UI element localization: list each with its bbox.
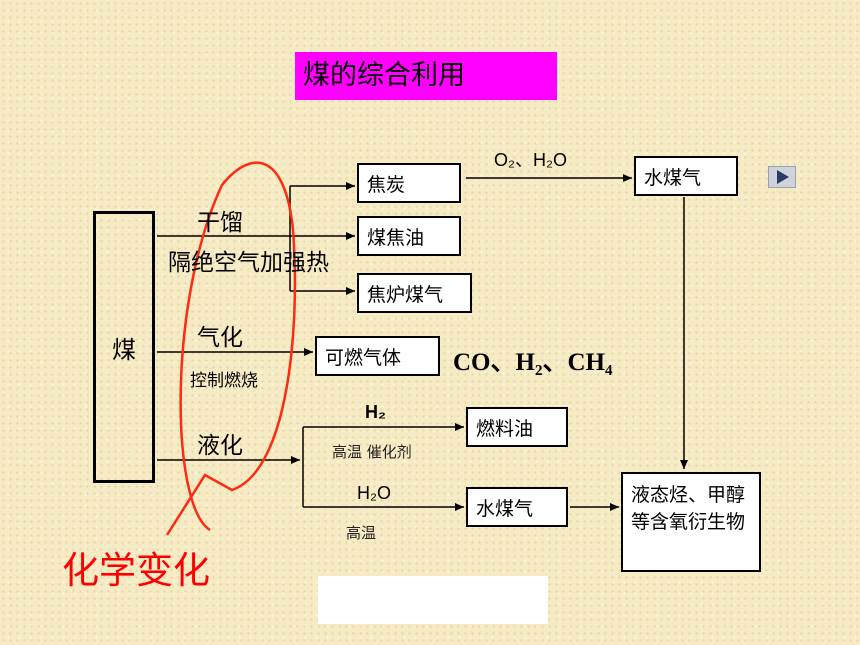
- chemical-change-label: 化学变化: [62, 549, 210, 592]
- box-coke-oven-gas: 焦炉煤气: [357, 273, 472, 313]
- box-final-products: 液态烃、甲醇等含氧衍生物: [621, 472, 761, 572]
- combustible-gas-formula: CO、H₂、CH₄: [453, 349, 613, 376]
- blank-answer-box: [318, 576, 548, 624]
- label-dry-distillation: 干馏: [197, 210, 243, 236]
- label-gasification: 气化: [197, 325, 243, 351]
- play-icon: [777, 170, 789, 184]
- condition-high-temp: 高温: [346, 524, 377, 542]
- page-title: 煤的综合利用: [295, 52, 557, 100]
- box-fuel-oil: 燃料油: [466, 407, 568, 447]
- label-dry-distillation-condition: 隔绝空气加强热: [168, 250, 329, 276]
- box-water-gas-lower: 水煤气: [466, 487, 568, 527]
- reagent-h2: H₂: [365, 402, 386, 422]
- reagent-h2o: H₂O: [357, 483, 391, 503]
- reagent-o2-h2o: O₂、H₂O: [494, 150, 567, 170]
- box-combustible-gas: 可燃气体: [315, 336, 440, 376]
- box-coal-tar: 煤焦油: [357, 216, 461, 256]
- box-coke: 焦炭: [357, 163, 461, 203]
- box-water-gas-upper: 水煤气: [634, 156, 738, 196]
- chemical-change-callout: [165, 161, 297, 536]
- coal-box: 煤: [93, 211, 155, 483]
- next-slide-button[interactable]: [768, 166, 796, 188]
- condition-high-temp-catalyst: 高温 催化剂: [332, 443, 412, 461]
- label-liquefaction: 液化: [197, 433, 243, 459]
- label-gasification-condition: 控制燃烧: [190, 371, 258, 391]
